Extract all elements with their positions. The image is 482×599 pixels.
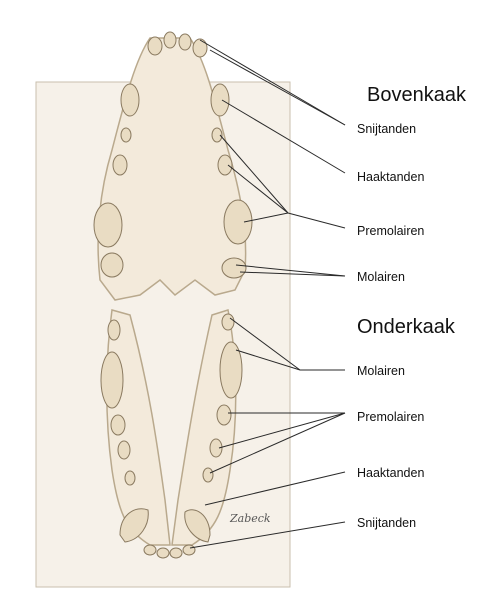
upper-molar-left	[101, 253, 123, 277]
leader-upper-premolars-main	[288, 213, 345, 228]
label-lower-incisors: Snijtanden	[357, 516, 416, 530]
lower-jaw-title: Onderkaak	[357, 316, 455, 339]
lower-incisor-1	[144, 545, 156, 555]
label-upper-canines: Haaktanden	[357, 170, 424, 184]
upper-canine-right	[211, 84, 229, 116]
label-lower-canines: Haaktanden	[357, 466, 424, 480]
label-upper-incisors: Snijtanden	[357, 122, 416, 136]
label-upper-molars: Molairen	[357, 270, 405, 284]
upper-incisor-4	[193, 39, 207, 57]
upper-premolar-left-2	[113, 155, 127, 175]
lower-premolar-left-2	[118, 441, 130, 459]
lower-molar-left-1	[108, 320, 120, 340]
upper-incisor-2	[164, 32, 176, 48]
lower-premolar-left-3	[125, 471, 135, 485]
upper-incisor-3	[179, 34, 191, 50]
label-lower-molars: Molairen	[357, 364, 405, 378]
upper-premolar-left-1	[121, 128, 131, 142]
lower-premolar-right-3	[203, 468, 213, 482]
upper-premolar-right-3	[224, 200, 252, 244]
lower-molar-left-2	[101, 352, 123, 408]
lower-premolar-right-1	[217, 405, 231, 425]
lower-molar-right-1	[222, 314, 234, 330]
lower-premolar-left-1	[111, 415, 125, 435]
lower-incisor-3	[170, 548, 182, 558]
upper-canine-left	[121, 84, 139, 116]
upper-incisor-1	[148, 37, 162, 55]
upper-premolar-right-2	[218, 155, 232, 175]
label-lower-premolars: Premolairen	[357, 410, 424, 424]
upper-molar-right	[222, 258, 246, 278]
label-upper-premolars: Premolairen	[357, 224, 424, 238]
lower-incisor-4	[183, 545, 195, 555]
upper-jaw-title: Bovenkaak	[367, 84, 466, 107]
signature: Zabeck	[229, 512, 271, 525]
upper-premolar-left-3	[94, 203, 122, 247]
lower-incisor-2	[157, 548, 169, 558]
